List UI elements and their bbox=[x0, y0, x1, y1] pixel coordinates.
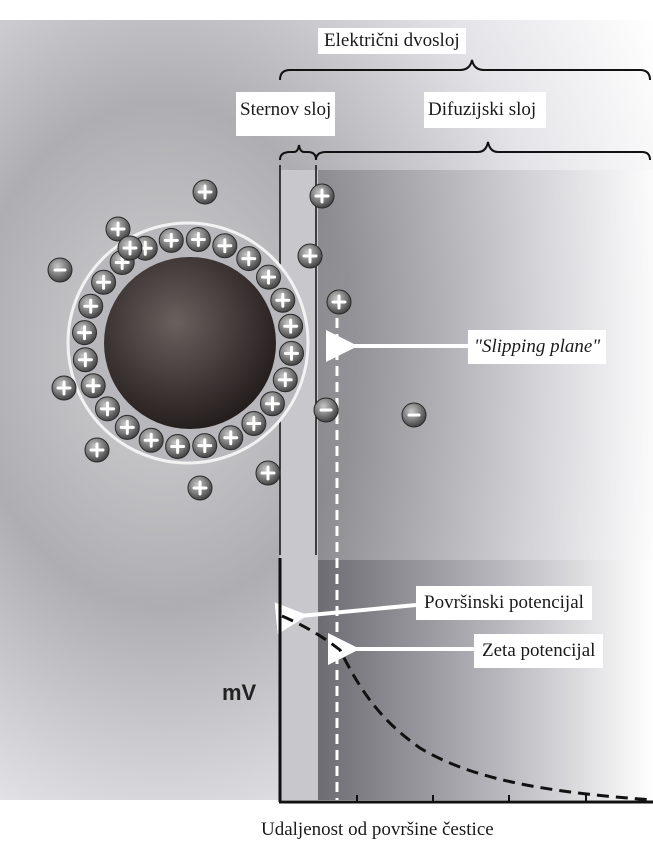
bound-positive-ion bbox=[257, 265, 281, 289]
free-positive-ion bbox=[193, 180, 217, 204]
bound-positive-ion bbox=[242, 412, 266, 436]
surface-potential-label: Površinski potencijal bbox=[416, 586, 592, 620]
top-white-fade bbox=[0, 0, 653, 20]
y-axis-label: mV bbox=[222, 680, 256, 706]
zeta-potential-label: Zeta potencijal bbox=[474, 634, 603, 668]
bound-positive-ion bbox=[139, 428, 163, 452]
bound-positive-ion bbox=[260, 392, 284, 416]
slipping-plane-label: "Slipping plane" bbox=[468, 330, 606, 364]
bound-positive-ion bbox=[166, 434, 190, 458]
bound-positive-ion bbox=[271, 288, 295, 312]
free-positive-ion bbox=[188, 476, 212, 500]
bound-positive-ion bbox=[115, 415, 139, 439]
bound-positive-ion bbox=[279, 341, 303, 365]
free-positive-ion bbox=[256, 461, 280, 485]
bound-positive-ion bbox=[193, 434, 217, 458]
electric-double-layer-label: Električni dvosloj bbox=[318, 28, 466, 54]
negative-ion bbox=[48, 258, 72, 282]
bound-positive-ion bbox=[92, 270, 116, 294]
free-positive-ion bbox=[310, 184, 334, 208]
free-positive-ion bbox=[52, 376, 76, 400]
bound-positive-ion bbox=[73, 348, 97, 372]
bound-positive-ion bbox=[213, 234, 237, 258]
particle bbox=[104, 257, 276, 429]
bound-positive-ion bbox=[279, 314, 303, 338]
bound-positive-ion bbox=[273, 368, 297, 392]
bound-positive-ion bbox=[159, 228, 183, 252]
bound-positive-ion bbox=[219, 426, 243, 450]
free-positive-ion bbox=[298, 244, 322, 268]
bound-positive-ion bbox=[81, 374, 105, 398]
x-axis-label: Udaljenost od površine čestice bbox=[257, 814, 498, 846]
bound-positive-ion bbox=[73, 321, 97, 345]
bound-positive-ion bbox=[79, 294, 103, 318]
negative-ion bbox=[314, 398, 338, 422]
free-positive-ion bbox=[85, 438, 109, 462]
free-positive-ion bbox=[327, 290, 351, 314]
bound-positive-ion bbox=[186, 228, 210, 252]
bound-positive-ion bbox=[95, 397, 119, 421]
diffuse-layer-label: Difuzijski sloj bbox=[424, 92, 546, 128]
negative-ion bbox=[402, 403, 426, 427]
stern-layer-label: Sternov sloj bbox=[236, 92, 335, 136]
bound-positive-ion bbox=[237, 247, 261, 271]
free-positive-ion bbox=[118, 236, 142, 260]
